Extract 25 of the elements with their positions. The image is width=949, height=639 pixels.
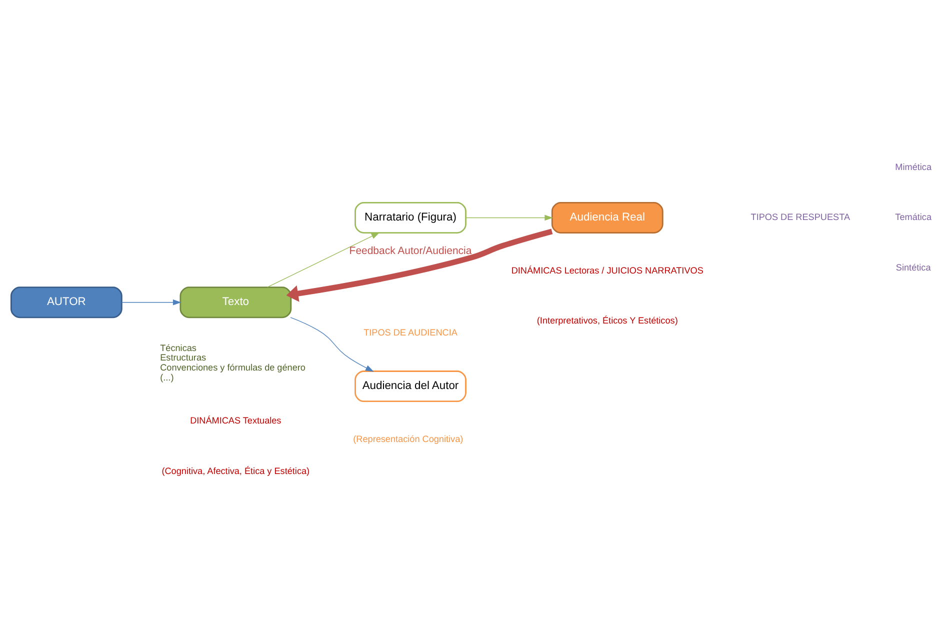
- edge-label: Feedback Autor/Audiencia: [349, 246, 472, 258]
- node-label: Convenciones y fórmulas de género: [160, 362, 306, 372]
- node-label: Técnicas: [160, 342, 196, 353]
- arrow: [290, 317, 374, 372]
- node-label: Estructuras: [160, 352, 206, 363]
- arrow: [122, 299, 182, 306]
- node-label: (...): [160, 372, 174, 382]
- node-box: Audiencia Real: [551, 202, 664, 234]
- label: Sintética: [896, 262, 931, 272]
- arrow: [267, 232, 380, 288]
- arrow: [466, 214, 554, 221]
- node-box: Audiencia del Autor: [354, 370, 466, 402]
- node-box: AUTOR: [10, 286, 122, 318]
- label: Mimética: [895, 162, 932, 172]
- label: (Cognitiva, Afectiva, Ética y Estética): [162, 466, 310, 476]
- label: DINÁMICAS Lectoras / JUICIOS NARRATIVOS: [511, 265, 704, 276]
- arrow: [286, 228, 553, 302]
- label: TIPOS DE AUDIENCIA: [364, 328, 458, 338]
- label: TIPOS DE RESPUESTA: [750, 212, 850, 222]
- node-box: Texto: [180, 286, 292, 318]
- label: DINÁMICAS Textuales: [190, 416, 282, 426]
- node-box: Narratario (Figura): [354, 202, 466, 234]
- node-label: (Representación Cognitiva): [353, 434, 464, 444]
- label: (Interpretativos, Éticos Y Estéticos): [536, 316, 678, 326]
- label: Temática: [895, 212, 932, 222]
